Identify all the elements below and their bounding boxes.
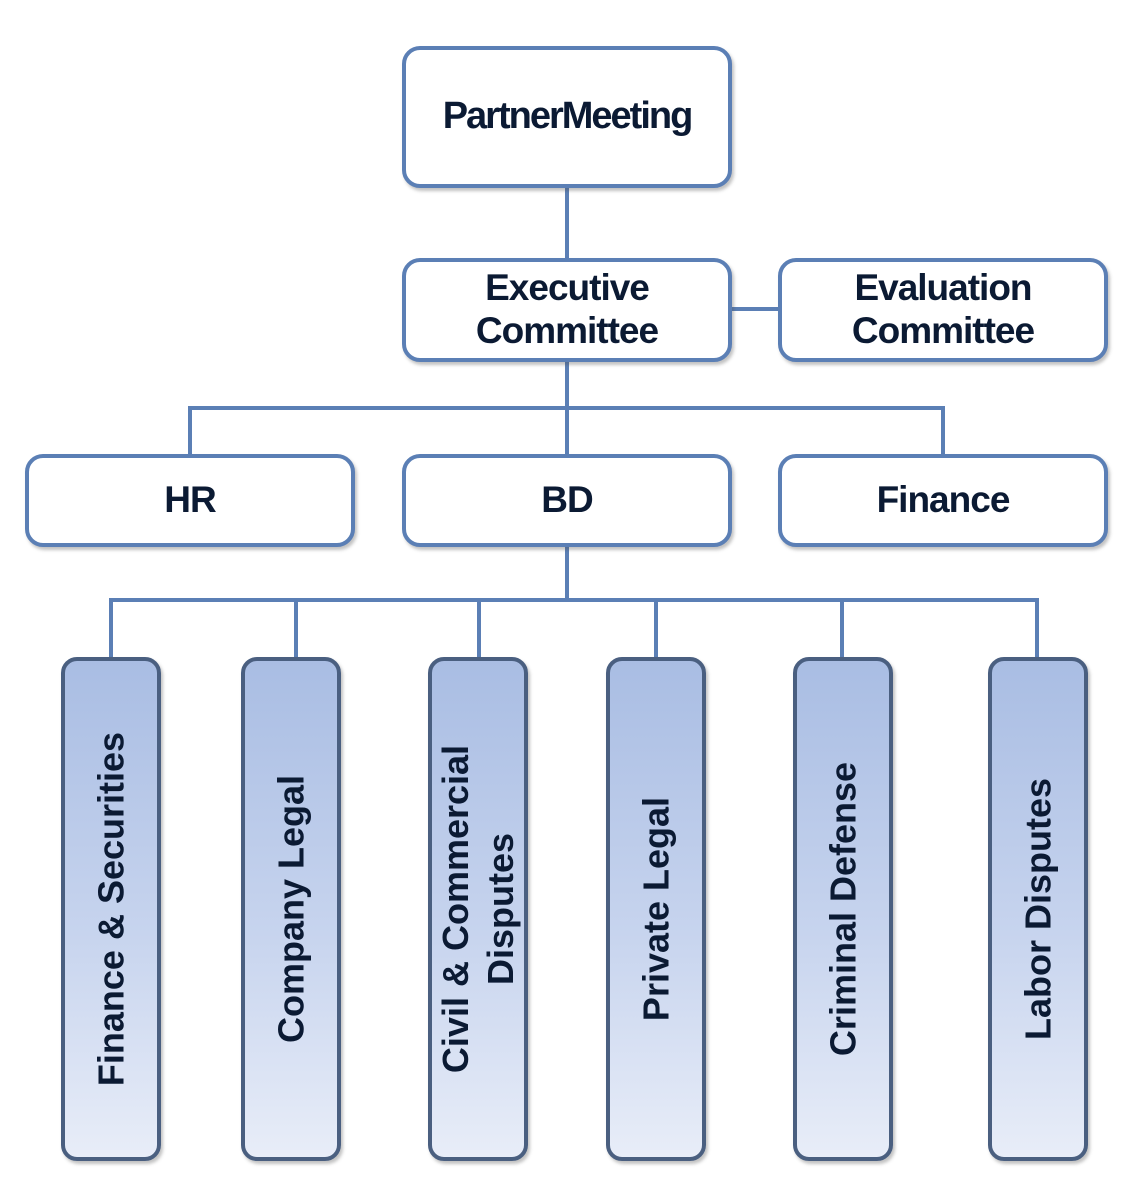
practice-label-labor-disputes: Labor Disputes: [1017, 777, 1059, 1041]
practice-label-private-legal: Private Legal: [635, 796, 677, 1022]
finance-box: Finance: [778, 454, 1108, 547]
evaluation-committee-box: Evaluation Committee: [778, 258, 1108, 362]
partner-meeting-box: PartnerMeeting: [402, 46, 732, 188]
bd-box: BD: [402, 454, 732, 547]
practice-box-civil-commercial-disputes: Civil & Commercial Disputes: [428, 657, 528, 1161]
evaluation-committee-label: Evaluation Committee: [851, 267, 1035, 351]
practice-label-civil-commercial-disputes: Civil & Commercial Disputes: [435, 744, 521, 1074]
practice-label-company-legal: Company Legal: [270, 774, 312, 1044]
hr-label: HR: [164, 479, 216, 521]
practice-box-labor-disputes: Labor Disputes: [988, 657, 1088, 1161]
practice-box-finance-securities: Finance & Securities: [61, 657, 161, 1161]
partner-meeting-label: PartnerMeeting: [442, 95, 694, 138]
bd-label: BD: [541, 479, 593, 521]
hr-box: HR: [25, 454, 355, 547]
practice-label-criminal-defense: Criminal Defense: [822, 761, 864, 1057]
executive-committee-box: Executive Committee: [402, 258, 732, 362]
finance-label: Finance: [876, 479, 1011, 521]
practice-box-private-legal: Private Legal: [606, 657, 706, 1161]
executive-committee-label: Executive Committee: [475, 267, 659, 351]
practice-box-company-legal: Company Legal: [241, 657, 341, 1161]
practice-label-finance-securities: Finance & Securities: [90, 731, 132, 1087]
practice-box-criminal-defense: Criminal Defense: [793, 657, 893, 1161]
